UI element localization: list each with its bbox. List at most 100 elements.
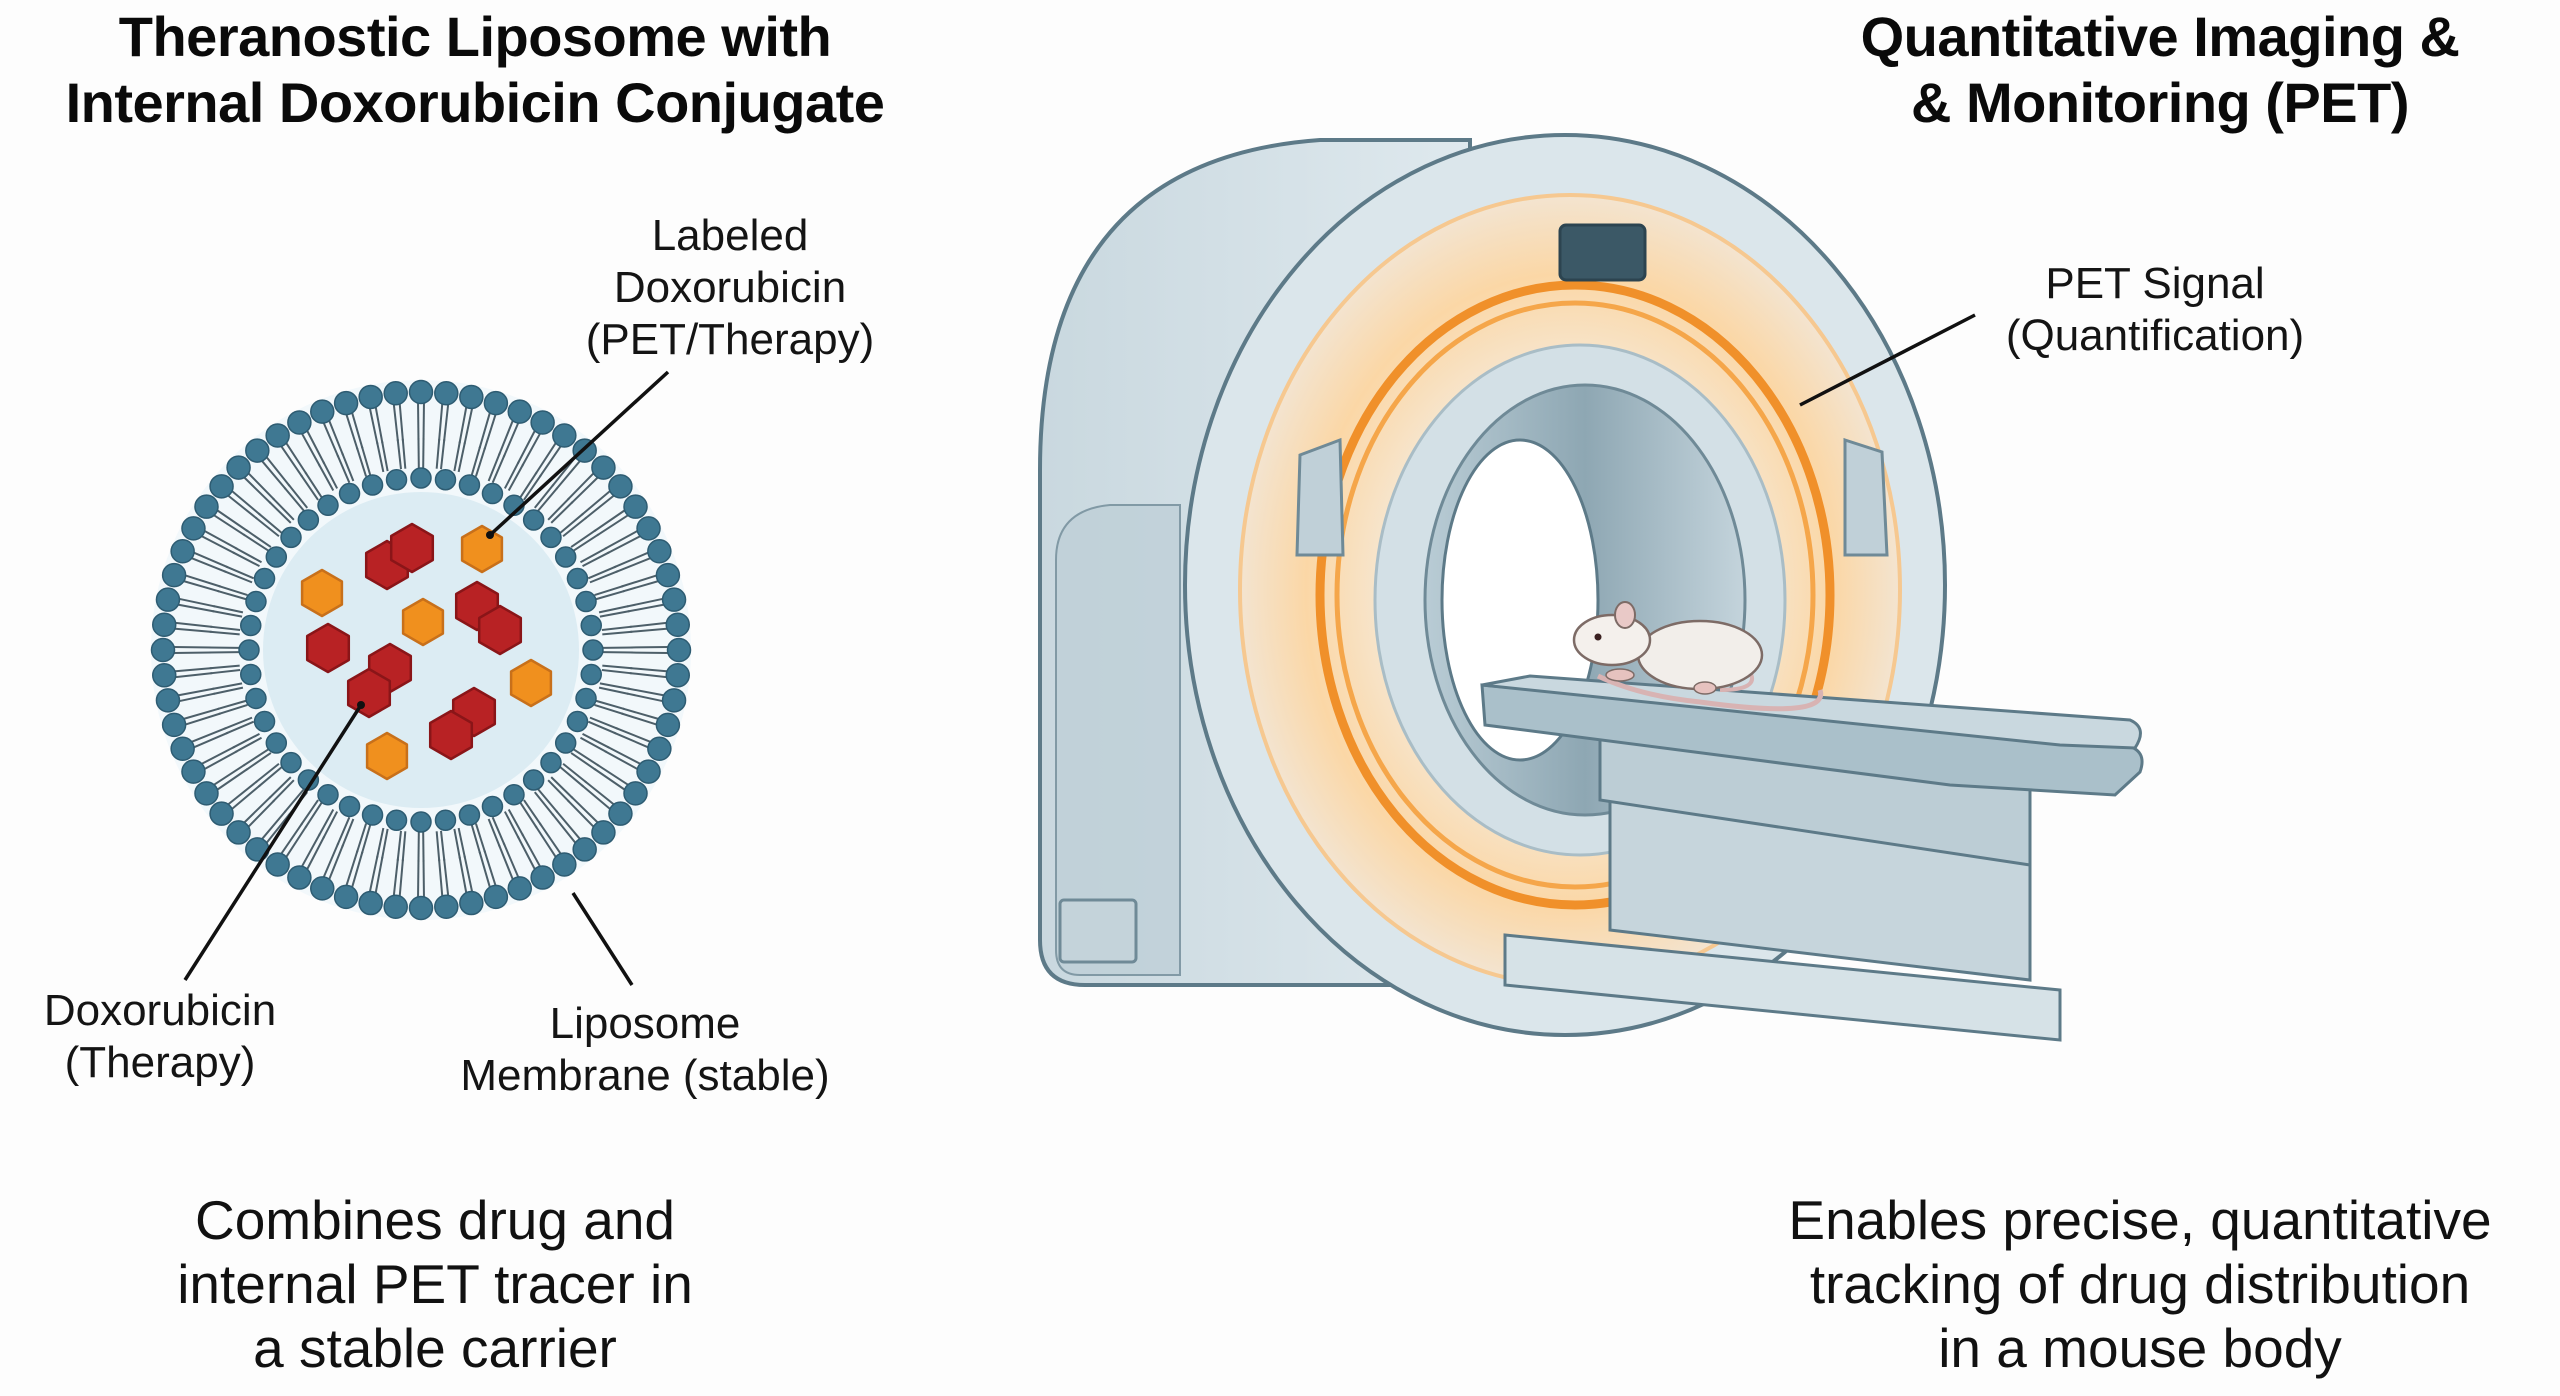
lipid-head-outer — [310, 399, 335, 424]
mouse-body — [1636, 619, 1764, 691]
pet-signal-ring-outer — [1315, 280, 1835, 910]
display-panel — [1558, 223, 1647, 282]
caption-line: Combines drug and — [194, 1189, 675, 1251]
lipid-head-inner — [566, 567, 589, 590]
lipid-head-inner — [253, 710, 276, 733]
labeled-doxorubicin-molecule — [300, 568, 344, 618]
lipid-head-outer — [647, 539, 672, 564]
lipid-head-inner — [575, 687, 597, 710]
lipid-head-outer — [608, 474, 633, 499]
lipid-head-outer — [265, 423, 290, 448]
lipid-head-outer — [287, 865, 312, 890]
lipid-head-outer — [572, 837, 597, 862]
label-line: Liposome — [549, 999, 741, 1048]
lipid-head-outer — [170, 736, 195, 761]
lipid-head-outer — [194, 781, 219, 806]
lipid-head-inner — [481, 482, 504, 505]
doxorubicin-molecule — [389, 522, 435, 574]
lipid-head-inner — [540, 526, 562, 549]
doxorubicin-molecule — [305, 622, 351, 674]
table-base-plate — [1503, 933, 2062, 1042]
lipid-head-outer — [209, 474, 234, 499]
lipid-head-outer — [161, 562, 187, 588]
lipid-head-inner — [361, 804, 384, 826]
lipid-head-inner — [253, 567, 276, 590]
lipid-head-outer — [333, 390, 359, 416]
lipid-head-outer — [155, 587, 181, 612]
doxorubicin-molecule — [428, 709, 474, 761]
lipid-head-inner — [458, 474, 481, 496]
lipid-head-outer — [552, 852, 577, 877]
lipid-head-outer — [665, 663, 691, 688]
lipid-head-outer — [608, 801, 633, 826]
lipid-head-outer — [151, 663, 177, 688]
caption-line: internal PET tracer in — [177, 1253, 693, 1315]
caption-line: tracking of drug distribution — [1809, 1253, 2471, 1315]
lipid-head-outer — [358, 384, 383, 410]
doxorubicin-molecule — [346, 667, 392, 719]
pet-signal-ring-inner — [1334, 300, 1816, 890]
lipid-head-inner — [317, 783, 339, 806]
label-line: (Quantification) — [2005, 311, 2305, 360]
label-line: Labeled — [651, 211, 809, 260]
lipid-head-inner — [245, 687, 267, 710]
side-light-right — [1843, 437, 1889, 557]
lipid-head-inner — [575, 590, 597, 613]
lipid-head-inner — [338, 482, 361, 505]
lipid-head-inner — [265, 546, 288, 568]
lipid-head-outer — [483, 884, 509, 910]
leader-dot-labeled-doxorubicin — [486, 531, 494, 539]
title-line: Theranostic Liposome with — [118, 5, 832, 68]
liposome-interior — [263, 492, 579, 808]
doxorubicin-molecule — [477, 604, 523, 656]
leader-line-labeled-doxorubicin — [488, 370, 670, 537]
lipid-head-inner — [540, 751, 562, 774]
lipid-head-outer — [333, 884, 359, 910]
imaging-caption: Enables precise, quantitative tracking o… — [1700, 1188, 2560, 1380]
title-line: Internal Doxorubicin Conjugate — [65, 71, 885, 134]
lipid-head-inner — [361, 474, 384, 496]
lipid-head-outer — [591, 455, 616, 480]
mouse-tail — [1596, 673, 1824, 712]
lipid-head-outer — [530, 410, 555, 435]
lipid-head-inner — [481, 795, 504, 818]
lipid-head-inner — [317, 494, 339, 517]
lipid-head-outer — [661, 587, 687, 612]
lipid-head-inner — [522, 509, 545, 531]
title-line: Quantitative Imaging & — [1860, 5, 2460, 68]
liposome-illustration — [150, 379, 692, 921]
drug-molecules — [300, 522, 553, 781]
lipid-head-inner — [410, 811, 432, 833]
lipid-head-outer — [155, 688, 181, 713]
lipid-head-outer — [265, 852, 290, 877]
lipid-head-outer — [151, 612, 177, 637]
lipid-head-outer — [181, 759, 206, 784]
labeled-doxorubicin-molecule — [460, 524, 504, 574]
liposome-caption: Combines drug and internal PET tracer in… — [60, 1188, 810, 1380]
liposome-title: Theranostic Liposome with Internal Doxor… — [0, 4, 950, 136]
lipid-head-outer — [530, 865, 555, 890]
label-liposome-membrane: Liposome Membrane (stable) — [435, 998, 855, 1102]
lipid-head-outer — [459, 890, 484, 916]
lipid-heads — [150, 379, 692, 921]
lipid-head-outer — [150, 637, 176, 663]
lipid-head-inner — [385, 809, 408, 831]
lipid-head-inner — [265, 732, 288, 754]
lipid-head-outer — [383, 380, 408, 406]
mouse-eye — [1594, 633, 1602, 641]
lipid-head-outer — [170, 539, 195, 564]
title-line: & Monitoring (PET) — [1910, 71, 2410, 134]
mouse-head — [1572, 613, 1652, 667]
labeled-doxorubicin-molecule — [401, 597, 445, 647]
labeled-doxorubicin-molecule — [365, 731, 409, 781]
label-line: Doxorubicin — [613, 263, 847, 312]
lipid-head-outer — [209, 801, 234, 826]
lipid-head-inner — [582, 639, 604, 661]
lipid-head-inner — [240, 663, 262, 686]
label-line: PET Signal — [2045, 259, 2265, 308]
imaging-title: Quantitative Imaging & & Monitoring (PET… — [1770, 4, 2550, 136]
lipid-head-inner — [385, 469, 408, 491]
lipid-head-outer — [161, 712, 187, 738]
lipid-head-inner — [410, 467, 432, 489]
mouse-ear — [1614, 601, 1636, 629]
